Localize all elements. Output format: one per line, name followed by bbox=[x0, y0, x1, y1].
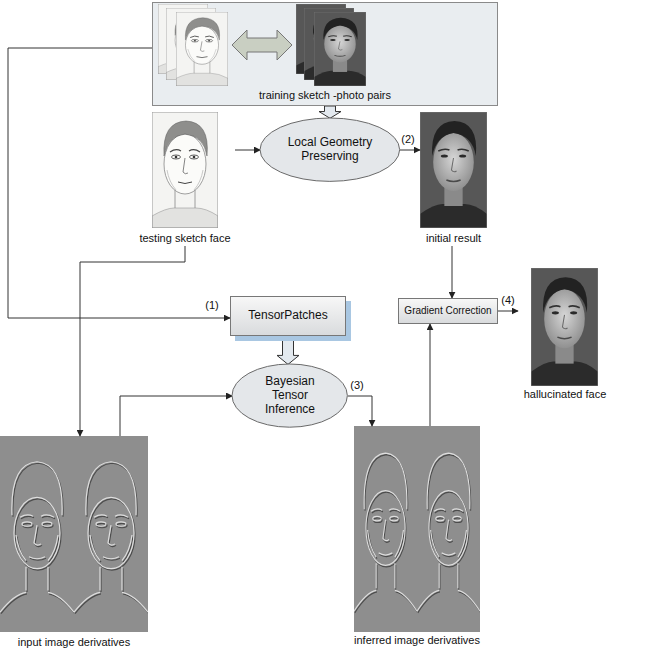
edge-label-holder: (1) bbox=[204, 299, 219, 312]
connector-arrow bbox=[498, 311, 518, 312]
step-number: (4) bbox=[500, 294, 515, 307]
connector-arrow bbox=[80, 246, 185, 436]
image-node: input image derivatives bbox=[0, 436, 148, 650]
node-label: Bayesian Tensor Inference bbox=[255, 375, 325, 416]
double-arrow bbox=[232, 30, 292, 60]
photo-image bbox=[314, 12, 366, 86]
image-node: testing sketch face bbox=[135, 112, 235, 246]
node-label: Local Geometry Preserving bbox=[275, 136, 385, 164]
image-caption: hallucinated face bbox=[524, 388, 607, 401]
ellipse-shape bbox=[260, 118, 400, 181]
sketch-image bbox=[152, 112, 218, 228]
node-label: TensorPatches bbox=[248, 309, 327, 323]
connector-arrow bbox=[430, 324, 431, 426]
process-box: TensorPatches bbox=[230, 296, 346, 336]
block-arrow bbox=[319, 106, 341, 118]
sketch-image bbox=[176, 12, 228, 86]
connector-arrow bbox=[452, 246, 453, 298]
connector-arrow bbox=[120, 396, 232, 436]
image-caption: input image derivatives bbox=[18, 636, 131, 649]
process-box: Gradient Correction bbox=[398, 298, 498, 324]
derivative-image bbox=[0, 436, 75, 632]
edge-label-holder: (4) bbox=[500, 294, 515, 307]
training-panel: training sketch -photo pairs bbox=[152, 2, 498, 106]
derivative-image bbox=[354, 426, 418, 632]
image-node: hallucinated face bbox=[518, 268, 612, 402]
connector-arrow bbox=[8, 48, 230, 318]
connector-arrow bbox=[235, 150, 260, 151]
image-caption: testing sketch face bbox=[139, 232, 230, 245]
edge-label-holder: (3) bbox=[349, 379, 364, 392]
derivative-image bbox=[417, 426, 481, 632]
step-number: (1) bbox=[204, 299, 219, 312]
connector-arrow bbox=[400, 150, 420, 151]
process-ellipse: Bayesian Tensor Inference bbox=[231, 363, 348, 428]
ellipse-shape bbox=[232, 364, 347, 427]
step-number: (2) bbox=[400, 133, 415, 146]
image-caption: initial result bbox=[426, 232, 481, 245]
connector-arrow bbox=[348, 396, 372, 426]
photo-image bbox=[531, 268, 598, 386]
panel-caption: training sketch -photo pairs bbox=[259, 89, 391, 102]
block-arrow bbox=[277, 336, 299, 364]
edge-label-holder: (2) bbox=[400, 133, 415, 146]
photo-image bbox=[420, 112, 487, 228]
image-caption: inferred image derivatives bbox=[354, 634, 480, 647]
process-ellipse: Local Geometry Preserving bbox=[259, 117, 401, 182]
panel-ground bbox=[152, 2, 498, 106]
derivative-image bbox=[74, 436, 149, 632]
node-label: Gradient Correction bbox=[404, 305, 491, 317]
step-number: (3) bbox=[349, 379, 364, 392]
image-node: initial result bbox=[420, 112, 487, 246]
image-node: inferred image derivatives bbox=[352, 426, 482, 648]
